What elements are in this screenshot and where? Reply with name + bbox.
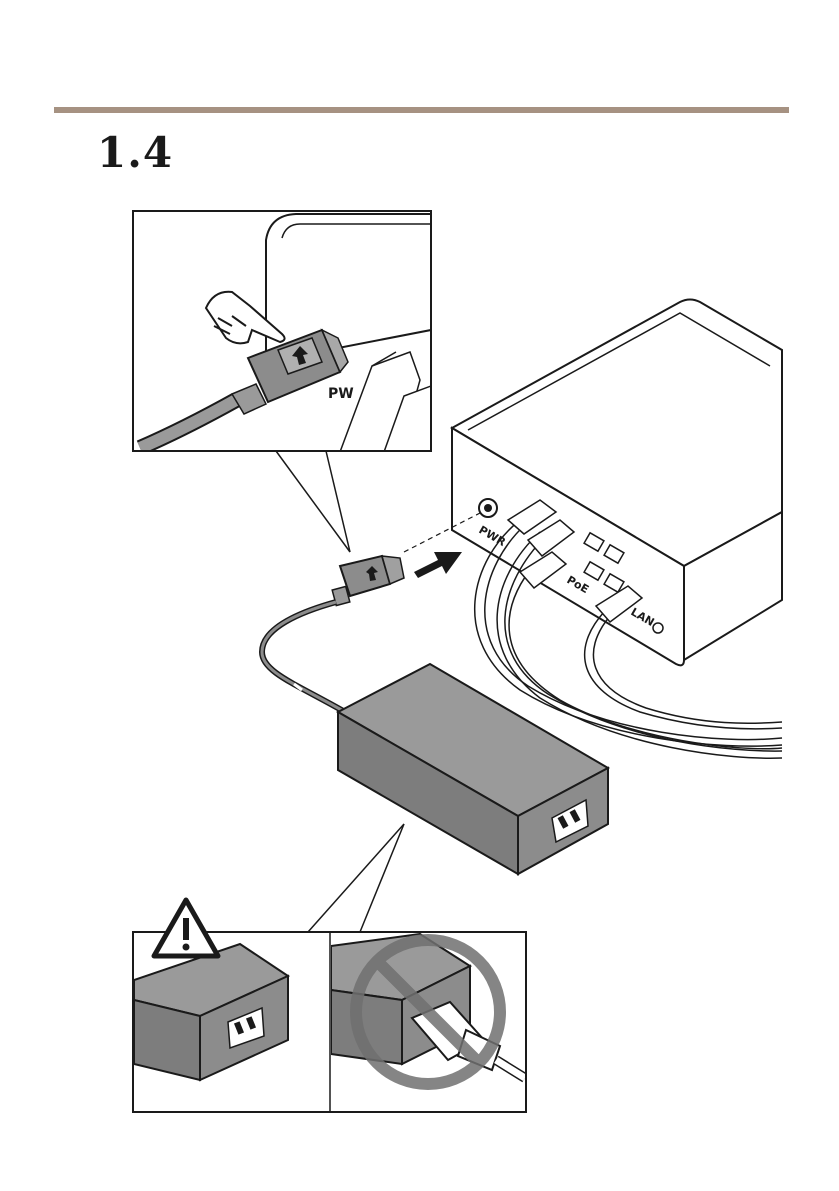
dc-plug — [332, 556, 404, 606]
push-arrow-icon — [414, 552, 462, 578]
power-adapter — [338, 664, 608, 874]
warning-triangle-icon — [154, 900, 218, 956]
inset-pwr-label: PW — [328, 386, 354, 402]
